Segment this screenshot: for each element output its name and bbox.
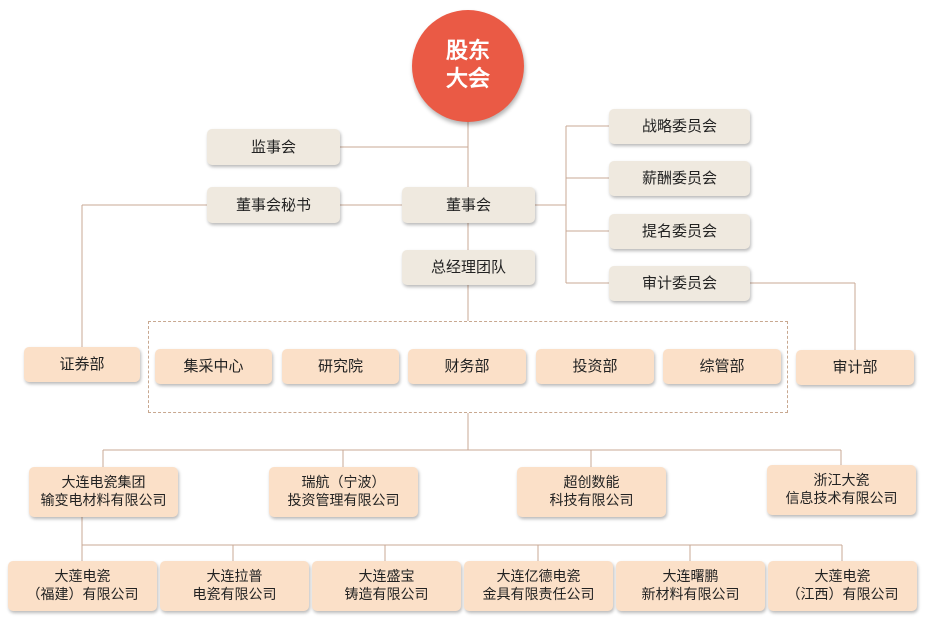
- subsidiary-name-line2: 科技有限公司: [549, 493, 634, 509]
- subsidiary-name-line2: 金具有限责任公司: [482, 587, 595, 603]
- subsidiary-l1-node[interactable]: 浙江大瓷 信息技术有限公司: [767, 465, 916, 515]
- subsidiary-name-line1: 大连亿德电瓷: [496, 569, 581, 585]
- subsidiary-name-line1: 大莲电瓷: [814, 569, 871, 585]
- subsidiary-name-line1: 大连电瓷集团: [61, 475, 146, 491]
- subsidiary-name-line1: 大连拉普: [206, 569, 263, 585]
- procurement-center-node[interactable]: 集采中心: [155, 349, 272, 384]
- subsidiary-name-line2: 输变电材料有限公司: [40, 493, 167, 509]
- subsidiary-name-line2: 新材料有限公司: [641, 587, 740, 603]
- subsidiary-name-line1: 大连盛宝: [358, 569, 415, 585]
- audit-committee-node[interactable]: 审计委员会: [609, 266, 750, 301]
- strategy-committee-node[interactable]: 战略委员会: [609, 109, 750, 144]
- subsidiary-name-line2: （福建）有限公司: [26, 587, 139, 603]
- shareholders-label-line2: 大会: [445, 67, 490, 92]
- subsidiary-l2-node[interactable]: 大连亿德电瓷 金具有限责任公司: [464, 561, 613, 611]
- subsidiary-name-line1: 瑞航（宁波）: [301, 475, 386, 491]
- subsidiary-l2-node[interactable]: 大连盛宝 铸造有限公司: [312, 561, 461, 611]
- subsidiary-name-line1: 超创数能: [563, 475, 620, 491]
- subsidiary-l1-node[interactable]: 大连电瓷集团 输变电材料有限公司: [29, 467, 178, 517]
- subsidiary-l1-node[interactable]: 瑞航（宁波） 投资管理有限公司: [269, 467, 418, 517]
- shareholders-label-line1: 股东: [445, 39, 490, 64]
- finance-dept-node[interactable]: 财务部: [408, 349, 526, 384]
- audit-dept-node[interactable]: 审计部: [796, 350, 914, 385]
- compensation-committee-node[interactable]: 薪酬委员会: [609, 161, 750, 196]
- subsidiary-l2-node[interactable]: 大莲电瓷 （福建）有限公司: [8, 561, 157, 611]
- subsidiary-name-line2: （江西）有限公司: [786, 587, 899, 603]
- subsidiary-l2-node[interactable]: 大莲电瓷 （江西）有限公司: [768, 561, 917, 611]
- subsidiary-l1-node[interactable]: 超创数能 科技有限公司: [517, 467, 666, 517]
- subsidiary-name-line1: 大莲电瓷: [54, 569, 111, 585]
- subsidiary-name-line1: 大连曙鹏: [662, 569, 719, 585]
- securities-dept-node[interactable]: 证券部: [24, 347, 140, 382]
- subsidiary-l2-node[interactable]: 大连曙鹏 新材料有限公司: [616, 561, 765, 611]
- subsidiary-name-line2: 电瓷有限公司: [192, 587, 277, 603]
- supervisory-board-node[interactable]: 监事会: [207, 129, 340, 165]
- subsidiary-name-line2: 铸造有限公司: [344, 587, 429, 603]
- functional-departments-group: [148, 321, 788, 413]
- board-of-directors-node[interactable]: 董事会: [402, 187, 535, 223]
- gm-team-node[interactable]: 总经理团队: [402, 250, 535, 285]
- subsidiary-name-line1: 浙江大瓷: [813, 473, 870, 489]
- investment-dept-node[interactable]: 投资部: [536, 349, 654, 384]
- shareholders-meeting-node[interactable]: 股东 大会: [412, 10, 524, 122]
- subsidiary-name-line2: 信息技术有限公司: [785, 491, 898, 507]
- subsidiary-l2-node[interactable]: 大连拉普 电瓷有限公司: [160, 561, 309, 611]
- admin-dept-node[interactable]: 综管部: [663, 349, 781, 384]
- subsidiary-name-line2: 投资管理有限公司: [287, 493, 400, 509]
- research-institute-node[interactable]: 研究院: [282, 349, 399, 384]
- nomination-committee-node[interactable]: 提名委员会: [609, 214, 750, 249]
- board-secretary-node[interactable]: 董事会秘书: [207, 187, 340, 223]
